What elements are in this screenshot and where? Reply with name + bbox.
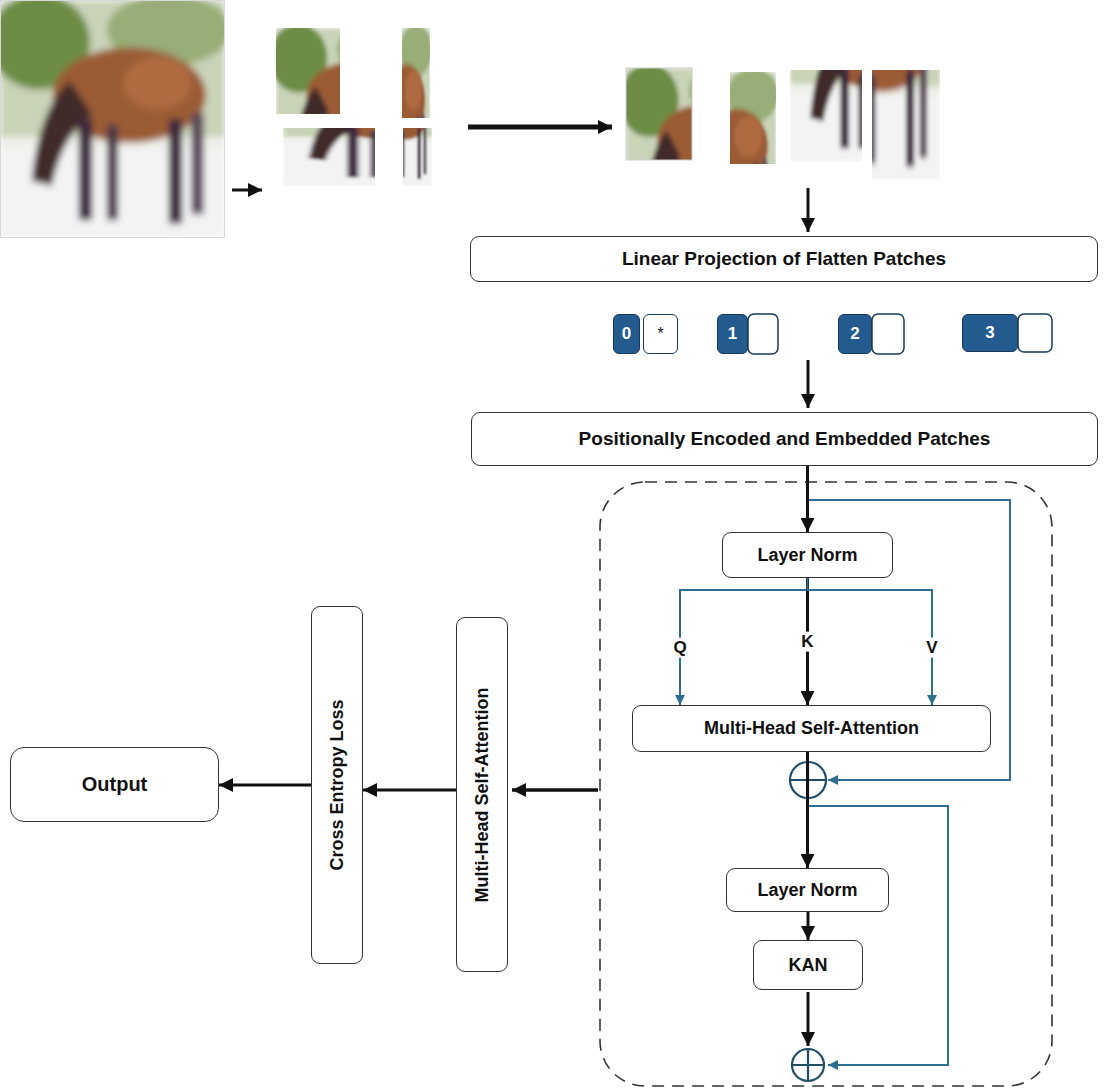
illustration-part — [0, 0, 231, 238]
node-label: Multi-Head Self-Attention — [704, 718, 919, 739]
token-embedding — [1018, 314, 1052, 352]
node-label: 0 — [622, 324, 631, 344]
flow-arrow — [807, 360, 810, 408]
residual-line — [808, 806, 948, 1065]
position-index: 1 — [717, 314, 748, 354]
flow-arrow — [468, 125, 612, 130]
flow-arrow — [680, 578, 808, 705]
flow-arrow — [808, 578, 933, 705]
image-patch — [274, 67, 472, 186]
image-border — [1, 1, 225, 238]
encoder-block — [600, 482, 1052, 1086]
image-patch — [371, 67, 433, 186]
node-label: Linear Projection of Flatten Patches — [622, 248, 946, 270]
flow-arrow — [512, 788, 598, 792]
node-label: Layer Norm — [757, 545, 857, 566]
node-label: * — [657, 325, 663, 343]
position-index: 0 — [613, 314, 640, 354]
edge-label: Q — [669, 637, 690, 658]
node-label: 1 — [728, 324, 737, 344]
image-patch — [679, 67, 778, 256]
node-label: 3 — [985, 323, 994, 343]
flow-arrow — [806, 752, 809, 868]
node-label: Positionally Encoded and Embedded Patche… — [579, 428, 991, 450]
flow-arrow — [806, 466, 809, 532]
illustration-part — [792, 1049, 824, 1081]
node-label: Output — [82, 773, 148, 796]
process-box: Linear Projection of Flatten Patches — [470, 236, 1098, 282]
image-patch — [797, 0, 943, 180]
flow-arrow — [807, 912, 810, 940]
node-label: Cross Entropy Loss — [327, 699, 348, 870]
add-symbol — [792, 1049, 824, 1081]
token-embedding — [872, 314, 904, 354]
edge-label: K — [797, 631, 817, 652]
node-label: Multi-Head Self-Attention — [472, 687, 493, 902]
process-box: Positionally Encoded and Embedded Patche… — [471, 412, 1098, 466]
vertical-box: Multi-Head Self-Attention — [456, 617, 508, 972]
flow-arrow — [232, 189, 262, 192]
node-label: 2 — [850, 324, 859, 344]
process-box: Layer Norm — [722, 532, 893, 578]
flow-arrow — [363, 789, 456, 792]
class-token: * — [643, 314, 678, 354]
illustration-part — [792, 1049, 824, 1081]
position-index: 2 — [838, 314, 872, 354]
input-image — [0, 0, 231, 238]
process-box: Layer Norm — [726, 868, 889, 912]
position-index: 3 — [962, 314, 1018, 352]
process-box: Multi-Head Self-Attention — [632, 705, 991, 752]
node-label: KAN — [789, 955, 828, 976]
illustration-part — [797, 0, 943, 180]
flow-arrow — [219, 784, 311, 787]
illustration-part — [371, 67, 433, 186]
flow-arrow — [807, 992, 810, 1046]
illustration-part — [274, 67, 472, 186]
output-box: Output — [10, 747, 219, 822]
process-box: KAN — [753, 940, 863, 990]
edge-label: V — [922, 637, 941, 658]
node-label: Layer Norm — [757, 880, 857, 901]
vertical-box: Cross Entropy Loss — [311, 606, 363, 964]
illustration-part — [679, 67, 778, 256]
token-embedding — [748, 314, 778, 354]
flow-arrow — [807, 188, 810, 232]
patch-border — [626, 68, 692, 160]
